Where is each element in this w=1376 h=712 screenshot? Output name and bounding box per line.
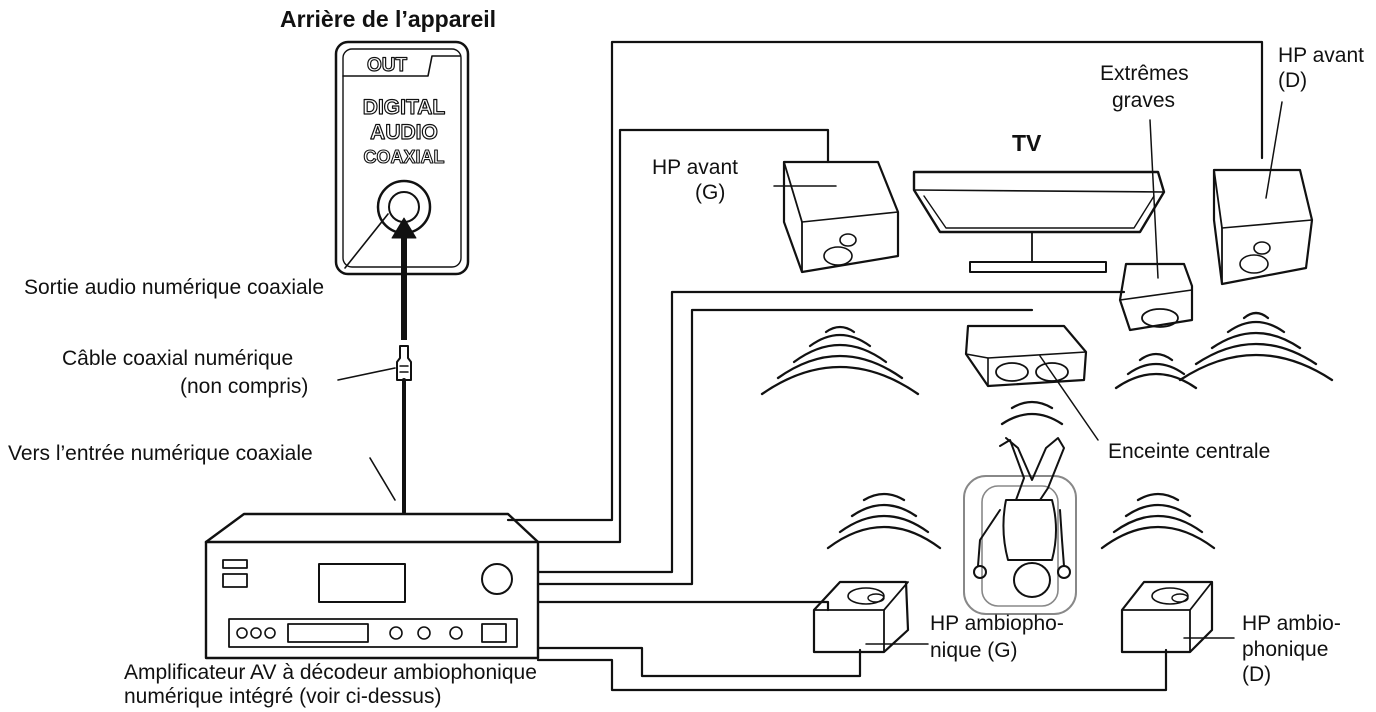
rca-plug — [396, 345, 412, 381]
panel-audio-text: AUDIO — [370, 121, 438, 144]
cable-label-line2: (non compris) — [180, 375, 309, 398]
surround-right-label-line1: HP ambio- — [1242, 612, 1341, 635]
amplifier-label-line2: numérique intégré (voir ci-dessus) — [124, 685, 442, 708]
coaxial-cable — [391, 217, 417, 514]
av-amplifier — [204, 512, 540, 660]
surround-left-label-line1: HP ambiopho- — [930, 612, 1064, 635]
surround-left-speaker — [812, 580, 910, 654]
front-right-speaker — [1212, 168, 1314, 286]
surround-left-label-line2: nique (G) — [930, 639, 1018, 662]
subwoofer — [1118, 262, 1194, 332]
center-speaker-label: Enceinte centrale — [1108, 440, 1271, 463]
coax-output-label: Sortie audio numérique coaxiale — [24, 276, 325, 299]
subwoofer-label-line2: graves — [1112, 89, 1176, 112]
to-input-label: Vers l’entrée numérique coaxiale — [8, 442, 313, 465]
front-right-label-line1: HP avant — [1278, 44, 1364, 67]
panel-digital-text: DIGITAL — [363, 96, 446, 119]
tv-label: TV — [1012, 130, 1042, 156]
front-left-speaker — [782, 160, 900, 274]
subwoofer-label-line1: Extrêmes — [1100, 62, 1189, 85]
tv — [912, 170, 1166, 273]
sound-waves — [760, 311, 1334, 550]
panel-out-text: OUT — [367, 55, 408, 76]
rear-panel: OUT DIGITAL AUDIO COAXIAL — [334, 40, 470, 276]
amplifier-label-line1: Amplificateur AV à décodeur ambiophoniqu… — [124, 661, 537, 684]
cable-label-line1: Câble coaxial numérique — [62, 347, 294, 370]
surround-right-speaker — [1120, 580, 1214, 654]
page-title: Arrière de l’appareil — [280, 6, 497, 32]
listener — [963, 437, 1077, 615]
label-leaders — [773, 101, 1283, 645]
surround-right-label-line3: (D) — [1242, 663, 1272, 686]
panel-coaxial-text: COAXIAL — [364, 147, 445, 167]
speaker-wires — [506, 40, 1264, 692]
surround-right-label-line2: phonique — [1242, 638, 1329, 661]
front-right-label-line2: (D) — [1278, 69, 1308, 92]
center-speaker — [964, 324, 1088, 388]
front-left-label-line1: HP avant — [652, 156, 738, 179]
front-left-label-line2: (G) — [695, 181, 726, 204]
